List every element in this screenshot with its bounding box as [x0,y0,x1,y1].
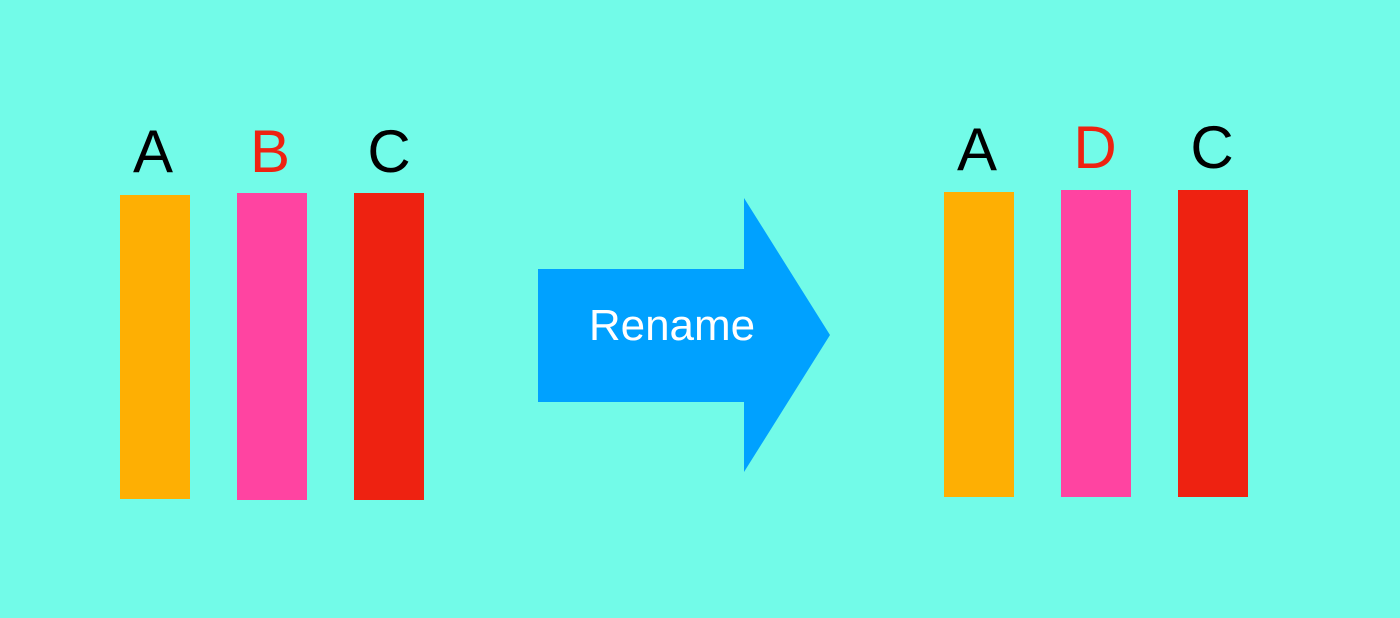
before-columns: A B C [0,0,480,618]
before-column-3-bar [354,193,424,500]
after-column-3-bar [1178,190,1248,497]
before-column-1-label: A [132,118,174,185]
before-column-3-label: C [367,118,411,185]
after-column-1-bar [944,192,1014,497]
rename-label: Rename [588,301,756,350]
rename-arrow: Rename [538,198,830,472]
after-column-2-label: D [1073,114,1117,181]
before-column-1-bar [120,195,190,499]
before-column-2-bar [237,193,307,500]
after-column-1-label: A [956,116,998,183]
arrow-polygon [538,198,830,472]
after-column-2-bar [1061,190,1131,497]
arrow-shape [538,198,830,472]
after-column-3-label: C [1190,114,1234,181]
before-column-2-label: B [249,118,291,185]
